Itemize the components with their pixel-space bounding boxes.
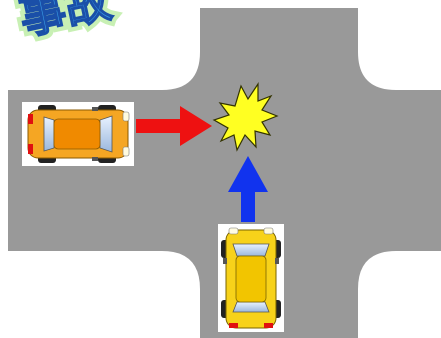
title-text-main: 事故	[15, 0, 116, 45]
headlight-icon	[123, 112, 129, 121]
tail-light-icon	[28, 114, 33, 124]
tail-light-icon	[264, 323, 273, 328]
car-orange-roof	[54, 119, 100, 149]
car-orange-front-window	[100, 116, 112, 152]
tail-light-icon	[229, 323, 238, 328]
mirror-icon	[92, 107, 98, 111]
car-orange	[22, 102, 134, 166]
headlight-icon	[229, 228, 238, 234]
headlight-icon	[123, 147, 129, 156]
mirror-icon	[223, 258, 227, 264]
car-yellow-front-window	[233, 244, 269, 256]
mirror-icon	[275, 258, 279, 264]
title-banner: 事故 事故	[15, 0, 116, 45]
car-yellow-rear-window	[233, 302, 269, 312]
car-yellow	[218, 224, 284, 332]
tail-light-icon	[28, 144, 33, 154]
mirror-icon	[92, 157, 98, 161]
car-orange-rear-window	[44, 117, 54, 151]
headlight-icon	[264, 228, 273, 234]
car-yellow-roof	[236, 256, 266, 302]
